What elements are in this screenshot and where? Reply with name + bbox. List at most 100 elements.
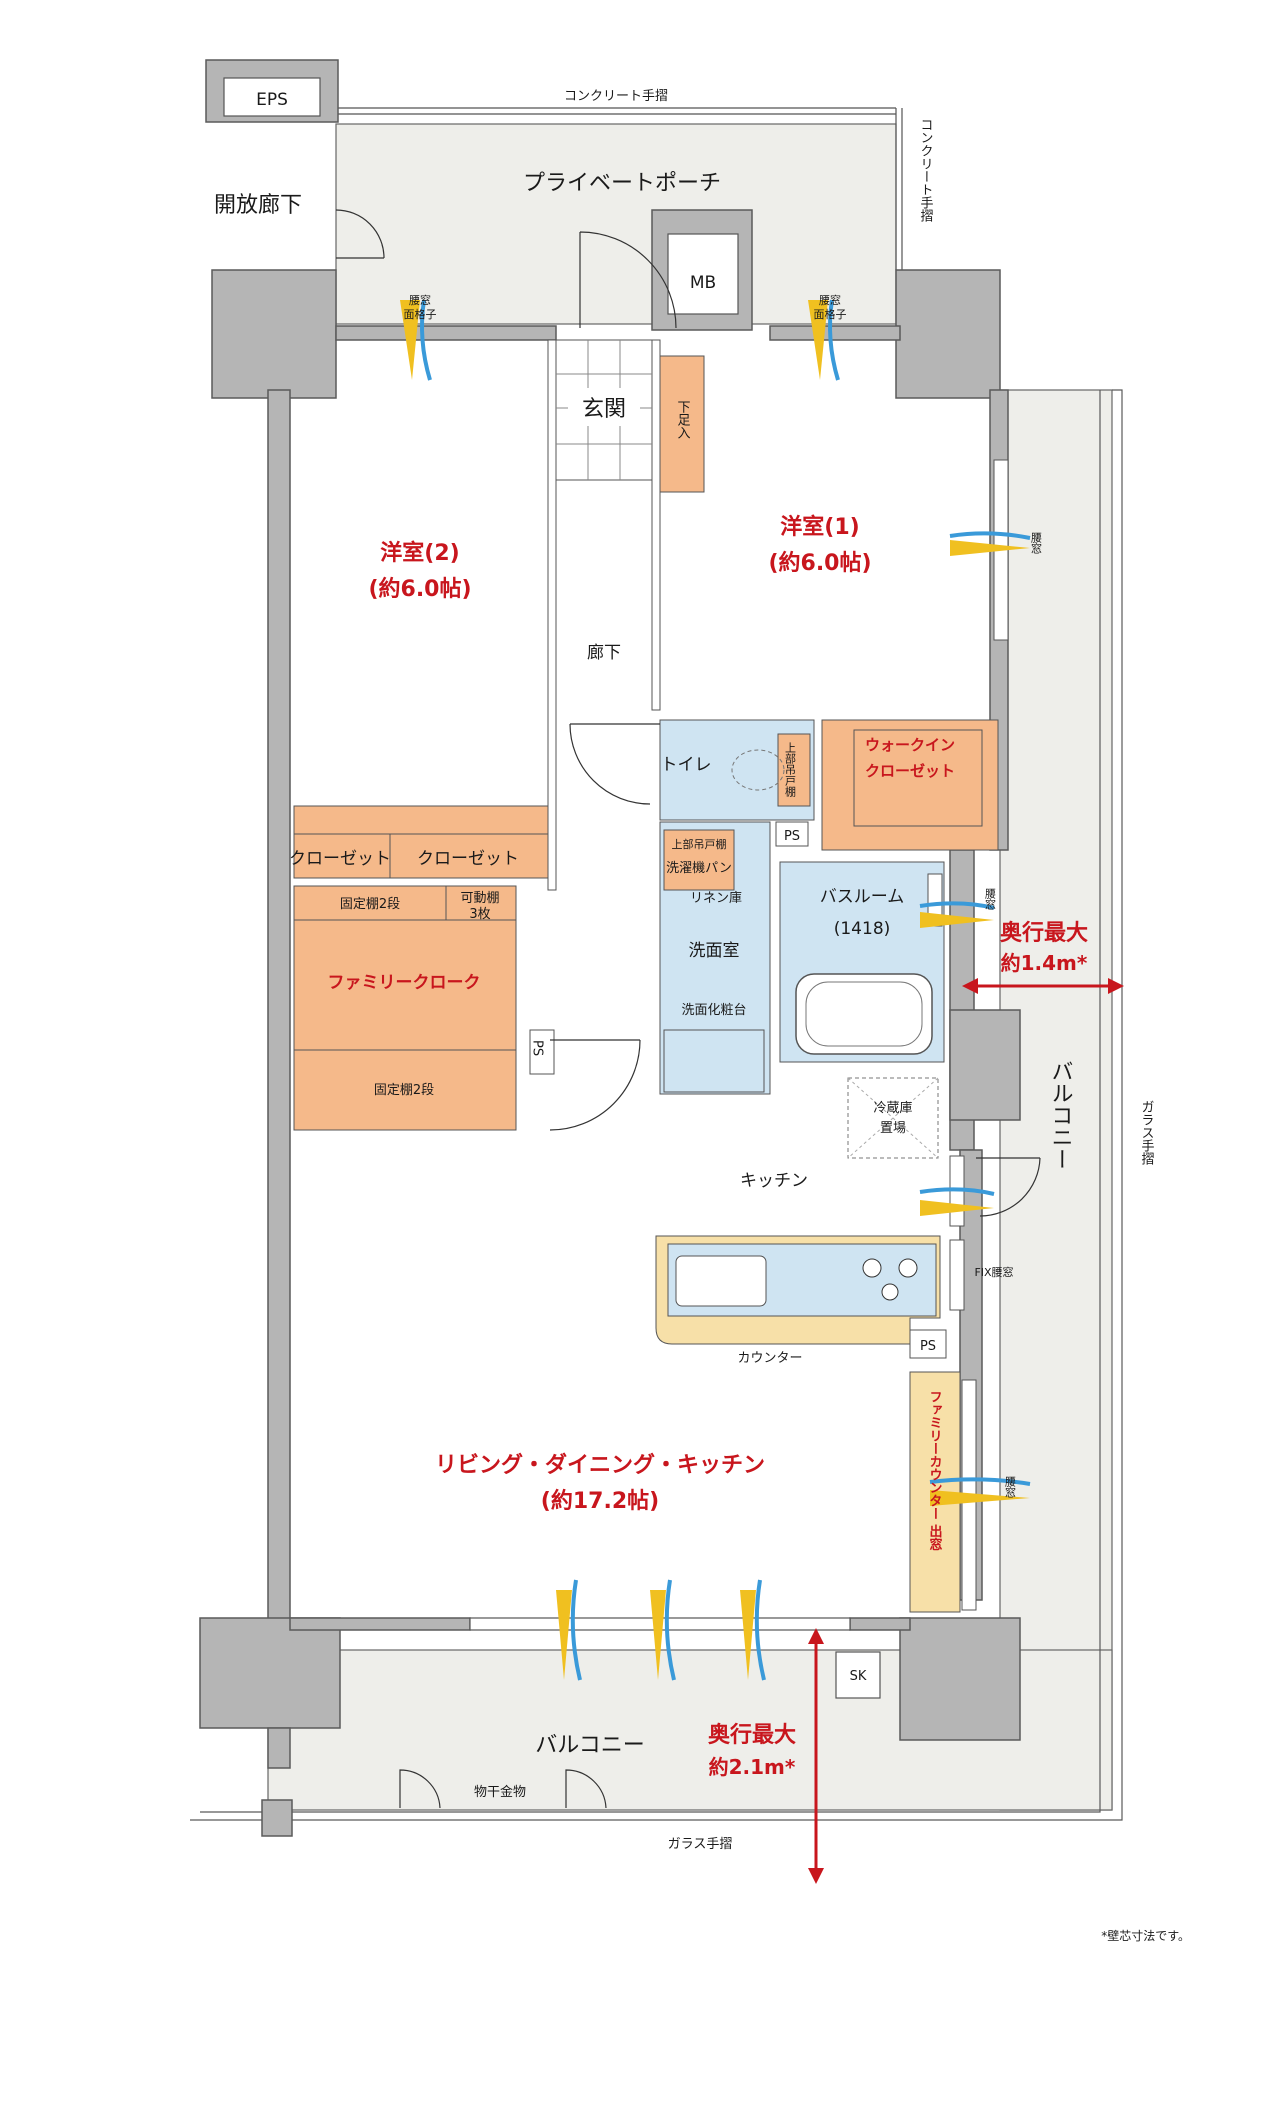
ps-2-label: PS <box>784 829 800 844</box>
ps-middle <box>775 821 809 847</box>
vanity-label: 洗面化粧台 <box>681 1003 746 1018</box>
closet-2-label: クローゼット <box>417 849 519 869</box>
side-depth-arrow-l <box>962 978 978 994</box>
room1-name: 洋室(1) <box>780 514 859 540</box>
glass-railing-line <box>190 389 1123 1821</box>
entrance-label-bg <box>568 388 640 426</box>
ldk-bottom-wall-right <box>849 1617 911 1631</box>
right-column-bottom <box>899 1617 1021 1741</box>
shoe-box <box>659 355 705 493</box>
window-waist-2-label: 腰窓 <box>984 888 997 910</box>
toilet-cabinet-label: 上部吊戸棚 <box>784 742 797 798</box>
fix-window[interactable] <box>949 1239 965 1311</box>
vanity-unit <box>663 1029 765 1093</box>
fridge-x2 <box>847 1077 939 1159</box>
ldk-name: リビング・ダイニング・キッチン <box>435 1452 765 1478</box>
closet-1-label: クローゼット <box>289 849 391 869</box>
sk-label: SK <box>850 1669 867 1684</box>
window-fix-label: FIX腰窓 <box>974 1265 1013 1279</box>
balcony-door[interactable] <box>976 1157 1041 1217</box>
hallway-label: 廊下 <box>587 643 621 663</box>
entrance-label: 玄関 <box>582 397 626 422</box>
room2-door[interactable] <box>569 723 660 805</box>
side-depth-arrow-r <box>1108 978 1124 994</box>
private-porch-label: プライベートポーチ <box>523 171 721 196</box>
right-column-mid <box>949 1009 1021 1121</box>
eps-label: EPS <box>256 90 288 110</box>
washroom-label: 洗面室 <box>689 941 740 961</box>
bathroom-size-label: (1418) <box>834 919 891 939</box>
sink <box>675 1255 767 1307</box>
toilet-bowl <box>731 749 785 791</box>
stove-burner-3 <box>881 1283 899 1301</box>
stove-burner-2 <box>898 1258 918 1278</box>
ps-3-label: PS <box>920 1339 936 1354</box>
ldk-bottom-wall-left <box>289 1617 471 1631</box>
room1-left-wall <box>651 339 661 711</box>
counter-label: カウンター <box>737 1351 802 1366</box>
glass-railing-line-inner <box>200 390 1101 1813</box>
left-wall <box>267 389 291 1661</box>
balcony-side-label: バルコニー <box>1048 1060 1073 1170</box>
bottom-depth-label: 奥行最大 <box>708 1722 796 1748</box>
ps-1-label: PS <box>530 1040 545 1056</box>
breeze-marks <box>400 299 1031 1681</box>
bottom-left-post <box>261 1799 293 1837</box>
fixed-shelf-bottom-label: 固定棚2段 <box>374 1083 434 1098</box>
window-grille-left-1: 腰窓 <box>409 293 431 307</box>
room2-name: 洋室(2) <box>380 540 459 566</box>
kitchen-label: キッチン <box>740 1171 808 1191</box>
fridge-label-2: 置場 <box>880 1121 906 1136</box>
washer-pan-label: 洗濯機パン <box>666 861 732 876</box>
concrete-railing-top-label: コンクリート手摺 <box>564 89 668 104</box>
concrete-railing-side-label: コンクリート手摺 <box>918 118 934 222</box>
open-corridor-label: 開放廊下 <box>214 193 302 218</box>
top-wall-left <box>335 325 557 341</box>
cloak-door[interactable] <box>549 1039 641 1131</box>
glass-railing-side-label: ガラス手摺 <box>1139 1100 1155 1165</box>
glass-railing-bottom-label: ガラス手摺 <box>668 1837 733 1852</box>
porch-door[interactable] <box>335 209 385 259</box>
laundry-hardware-label: 物干金物 <box>474 1784 526 1800</box>
sk-sink <box>835 1651 881 1699</box>
top-wall-right <box>769 325 901 341</box>
toilet-cabinet <box>777 733 811 807</box>
fridge-label-1: 冷蔵庫 <box>873 1101 912 1116</box>
window-waist-1-label: 腰窓 <box>1030 532 1043 554</box>
bathtub-inner <box>805 981 923 1047</box>
window-grille-right-1: 腰窓 <box>819 293 841 307</box>
bottom-depth-value: 約2.1m* <box>709 1755 796 1779</box>
walk-in-closet <box>821 719 999 851</box>
left-column-bottom-stem <box>267 1727 291 1769</box>
room2-size: (約6.0帖) <box>368 576 471 602</box>
stove-burner-1 <box>862 1258 882 1278</box>
side-depth-value: 約1.4m* <box>1001 951 1088 975</box>
bottom-depth-arrow-b <box>808 1868 824 1884</box>
room2-right-wall <box>547 339 557 891</box>
room1-size: (約6.0帖) <box>768 550 871 576</box>
linen-label: リネン庫 <box>690 891 742 906</box>
toilet-label: トイレ <box>661 755 712 775</box>
washer-cabinet <box>663 829 735 891</box>
ps-left <box>529 1029 555 1075</box>
laundry-hardware-left <box>399 1769 441 1809</box>
fixed-shelf-top-label: 固定棚2段 <box>340 897 400 912</box>
window-waist-3-label: 腰窓 <box>1004 1476 1017 1498</box>
family-cloak-label: ファミリークローク <box>328 973 481 993</box>
entrance-door[interactable] <box>579 231 677 329</box>
window-grille-right-2: 面格子 <box>814 307 847 321</box>
wic-label-2: クローゼット <box>865 762 955 780</box>
laundry-hardware-right <box>565 1769 607 1809</box>
shoe-box-label: 下足入 <box>675 400 691 439</box>
left-column-top <box>211 269 337 399</box>
family-counter-label: ファミリーカウンター 出窓 <box>927 1390 943 1552</box>
family-cloak-block <box>293 885 517 1131</box>
wic-inner <box>853 729 983 827</box>
mb-box <box>667 233 739 315</box>
footnote: *壁芯寸法です。 <box>1101 1928 1190 1943</box>
right-column-top <box>895 269 1001 399</box>
movable-shelf-label-1: 可動棚 <box>460 891 499 906</box>
bathroom-label: バスルーム <box>820 887 905 907</box>
mb-label: MB <box>690 273 716 293</box>
